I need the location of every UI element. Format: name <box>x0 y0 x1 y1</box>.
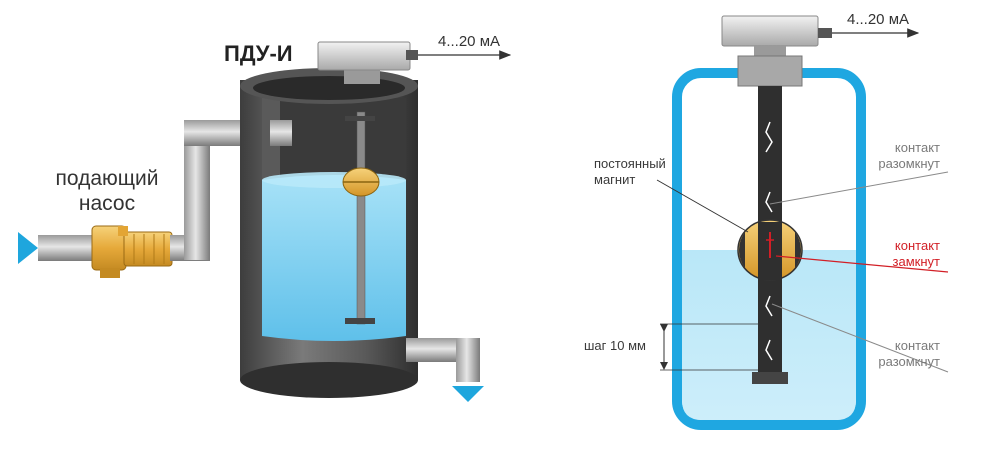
left-diagram <box>18 41 512 402</box>
signal-label-left: 4...20 мА <box>438 33 501 50</box>
magnet-label: постоянный магнит <box>594 156 666 188</box>
sensor-rod <box>356 111 366 325</box>
contact-open-top-line2: разомкнут <box>878 156 940 171</box>
feed-pump <box>91 225 173 278</box>
inlet-arrow-icon <box>18 232 38 264</box>
magnet-label-line2: магнит <box>594 172 636 187</box>
tank-water <box>262 175 406 341</box>
float <box>342 167 380 197</box>
contact-open-top-line1: контакт <box>894 140 940 155</box>
step-label: шаг 10 мм <box>584 338 646 353</box>
contact-open-bottom-line2: разомкнут <box>878 354 940 369</box>
contact-open-bottom-label: контакт разомкнут <box>862 338 940 370</box>
pump-label: подающий насос <box>47 166 167 216</box>
contact-open-top-label: контакт разомкнут <box>862 140 940 172</box>
magnet-label-line1: постоянный <box>594 156 666 171</box>
contact-closed-label: контакт замкнут <box>862 238 940 270</box>
signal-label-right: 4...20 мА <box>847 11 910 28</box>
pump-label-line1: подающий <box>55 167 159 190</box>
sensor-head <box>317 41 418 84</box>
tank <box>240 68 418 398</box>
magnet-float <box>737 219 803 281</box>
outlet-arrow-icon <box>452 386 484 402</box>
pump-label-line2: насос <box>78 192 136 215</box>
contact-open-bottom-line1: контакт <box>894 338 940 353</box>
right-diagram <box>656 15 949 430</box>
contact-closed-line2: замкнут <box>892 254 940 269</box>
device-title: ПДУ-И <box>224 41 293 66</box>
contact-closed-line1: контакт <box>894 238 940 253</box>
outlet-pipe-v <box>456 338 480 382</box>
